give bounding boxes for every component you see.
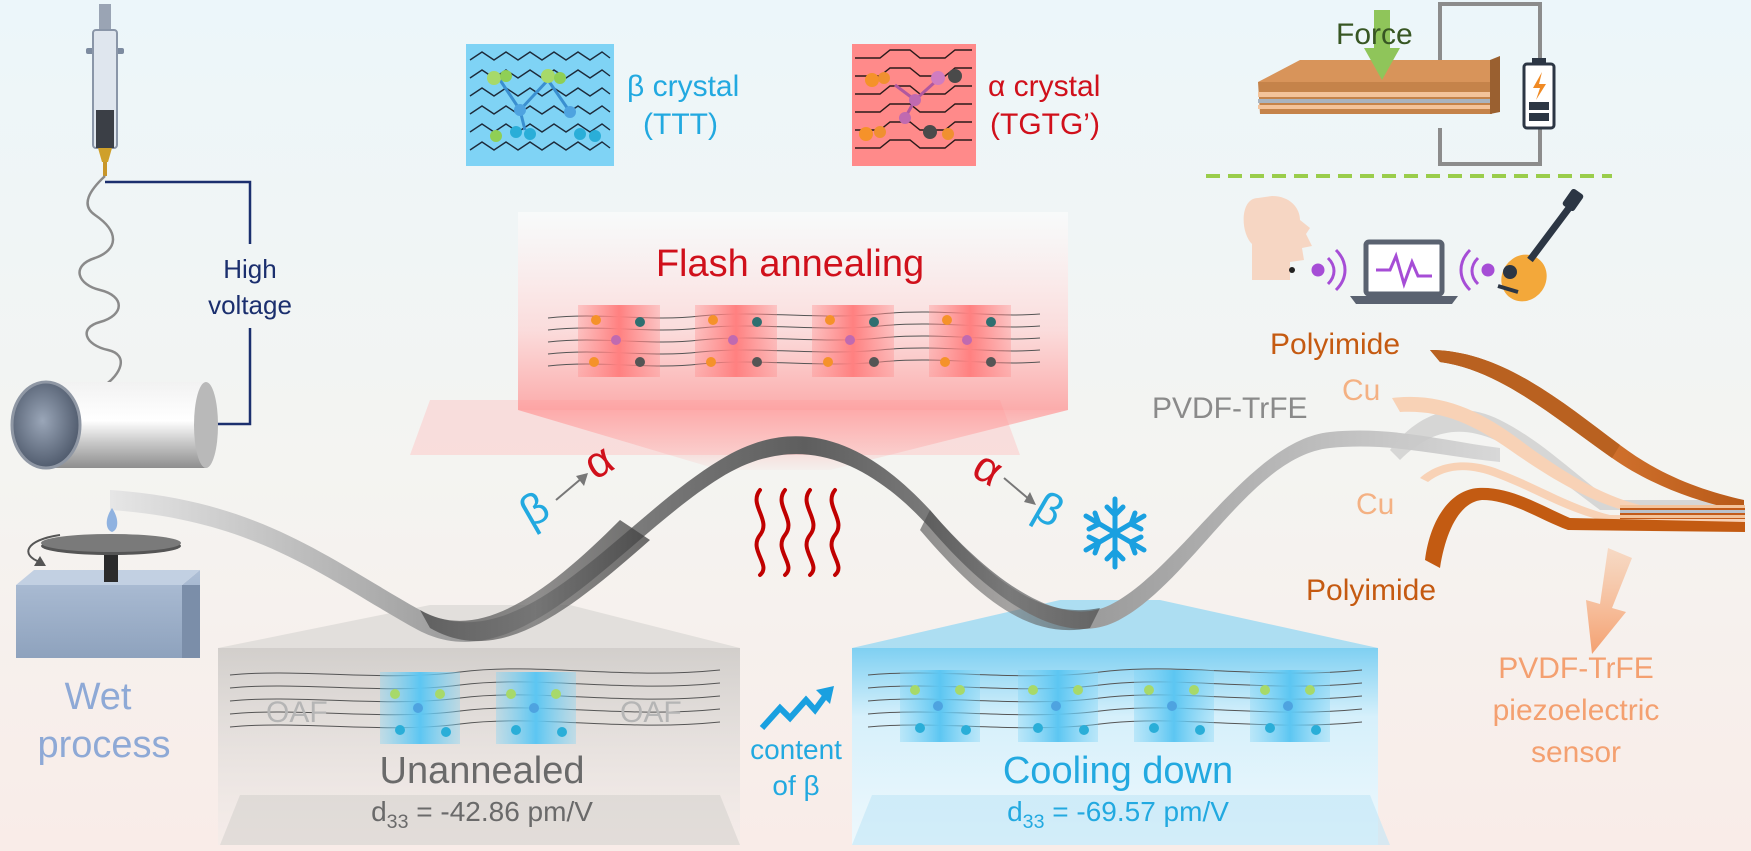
cu-bottom-layer	[1420, 462, 1745, 522]
beta-cell-unannealed-2	[496, 672, 576, 744]
beta-cell-cooled-2	[1018, 670, 1098, 742]
unannealed-d33-symbol: d	[371, 796, 387, 827]
sound-wave-right-icon	[1459, 248, 1495, 292]
content-of-beta-line2: of β	[772, 770, 820, 801]
human-head-icon	[1243, 196, 1312, 280]
layered-sensor	[1390, 350, 1745, 568]
alpha-cell-3	[812, 305, 894, 377]
increase-arrow-icon	[759, 686, 834, 731]
flash-annealing-lattice	[547, 305, 1041, 377]
cooling-d33: d33 = -69.57 pm/V	[1007, 798, 1229, 832]
alpha-crystal-conformation: (TGTG’)	[990, 108, 1100, 141]
sound-wave-left-icon	[1311, 248, 1347, 292]
flash-annealing-title: Flash annealing	[655, 243, 925, 285]
sensor-result-line2: piezoelectric	[1492, 694, 1660, 727]
beta-to-alpha-arrow	[555, 473, 588, 501]
wet-process-line1: Wet	[64, 676, 132, 718]
beta-cell-cooled-4	[1250, 670, 1330, 742]
beta-cell-cooled-1	[900, 670, 980, 742]
unannealed-lattice	[229, 668, 721, 744]
polyimide-top-label: Polyimide	[1270, 328, 1401, 361]
film-ribbon	[110, 430, 1500, 642]
oaf-right-label: OAF	[620, 696, 682, 729]
cu-top-layer	[1392, 396, 1745, 512]
beta-cell-cooled-3	[1134, 670, 1214, 742]
beta-crystal-legend-box	[466, 44, 614, 166]
alpha-crystal-legend-box	[852, 44, 976, 166]
polyimide-bottom-label: Polyimide	[1306, 574, 1437, 607]
sound-sensing-scene	[1243, 188, 1584, 304]
alpha-cell-2	[695, 305, 777, 377]
unannealed-d33: d33 = -42.86 pm/V	[371, 798, 593, 832]
cooling-panel	[852, 600, 1390, 845]
cooling-lattice	[867, 668, 1363, 742]
pvdf-trfe-layer-label: PVDF-TrFE	[1152, 392, 1308, 425]
cooling-d33-value: = -69.57 pm/V	[1044, 796, 1229, 827]
unannealed-title: Unannealed	[379, 750, 585, 792]
cooling-down-title: Cooling down	[1002, 750, 1234, 792]
high-voltage-line1: High	[223, 254, 277, 284]
wet-process-line2: process	[37, 724, 171, 766]
unannealed-d33-subscript: 33	[386, 810, 409, 833]
alpha-cell-1	[578, 305, 660, 377]
cu-bottom-label: Cu	[1356, 488, 1395, 521]
alpha-cell-4	[929, 305, 1011, 377]
cu-top-label: Cu	[1342, 374, 1381, 407]
alpha-crystal-label: α crystal	[988, 70, 1101, 103]
electrospinning-setup	[10, 4, 252, 470]
content-of-beta-line1: content	[750, 734, 842, 765]
snowflake-icon	[1083, 496, 1147, 570]
polyimide-bottom-layer	[1425, 487, 1745, 568]
guitar-icon	[1497, 188, 1584, 302]
force-label: Force	[1336, 18, 1413, 51]
beta-crystal-conformation: (TTT)	[643, 108, 718, 141]
force-test-setup	[1258, 2, 1556, 166]
unannealed-d33-value: = -42.86 pm/V	[408, 796, 593, 827]
alpha-to-beta-arrow	[1003, 477, 1036, 505]
cooling-d33-subscript: 33	[1022, 810, 1045, 833]
spin-coater	[16, 508, 200, 658]
sensor-output-arrow	[1586, 548, 1632, 654]
laptop-icon	[1350, 239, 1458, 304]
high-voltage-line2: voltage	[208, 290, 292, 320]
beta-cell-unannealed-1	[380, 672, 460, 744]
cooling-d33-symbol: d	[1007, 796, 1023, 827]
beta-crystal-label: β crystal	[627, 70, 740, 103]
oaf-left-label: OAF	[266, 696, 328, 729]
sensor-result-line1: PVDF-TrFE	[1498, 652, 1654, 685]
heat-waves-icon	[754, 488, 841, 577]
sensor-result-line3: sensor	[1530, 736, 1622, 769]
